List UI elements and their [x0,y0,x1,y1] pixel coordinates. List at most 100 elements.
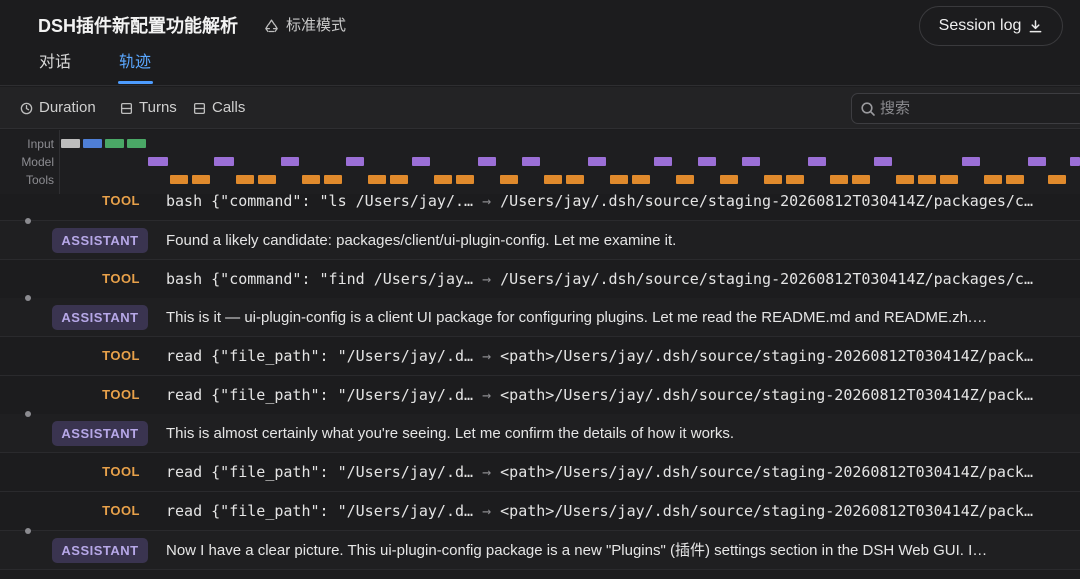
tool-call-text: read {"file_path": "/Users/jay/.d… → <pa… [166,463,1068,482]
timeline-tool-bar[interactable] [676,175,694,184]
tool-name: read [166,347,203,365]
tool-result: <path>/Users/jay/.dsh/source/staging-202… [500,502,1033,520]
arrow-icon: → [482,270,492,288]
tool-name: bash [166,270,203,288]
timeline-model-bar[interactable] [808,157,826,166]
timeline-model-bar[interactable] [214,157,234,166]
timeline-tool-bar[interactable] [434,175,452,184]
timeline-model-bar[interactable] [412,157,430,166]
timeline-tool-bar[interactable] [1048,175,1066,184]
timeline-tool-bar[interactable] [236,175,254,184]
active-tab-indicator [118,81,153,84]
search-box[interactable] [851,93,1080,124]
tool-call-text: read {"file_path": "/Users/jay/.d… → <pa… [166,502,1068,521]
assistant-badge: ASSISTANT [52,421,148,446]
timeline-tool-bar[interactable] [764,175,782,184]
timeline-model-bar[interactable] [1070,157,1080,166]
timeline-tool-bar[interactable] [390,175,408,184]
timeline-label-input: Input [27,137,54,151]
assistant-message: This is almost certainly what you're see… [166,425,735,442]
timeline-input-bar[interactable] [83,139,102,148]
trace-list: TOOL bash {"command": "ls /Users/jay/.… →… [0,194,1080,579]
arrow-icon: → [482,386,492,404]
timeline-tool-bar[interactable] [940,175,958,184]
tool-result: /Users/jay/.dsh/source/staging-20260812T… [500,270,1033,288]
timeline-input-bar[interactable] [127,139,146,148]
timeline-model-bar[interactable] [654,157,672,166]
tool-result: <path>/Users/jay/.dsh/source/staging-202… [500,463,1033,481]
timeline-tool-bar[interactable] [170,175,188,184]
tool-badge: TOOL [102,464,140,479]
timeline-tool-bar[interactable] [632,175,650,184]
search-input[interactable] [880,100,1070,117]
timeline-tool-bar[interactable] [192,175,210,184]
session-log-button[interactable]: Session log [919,6,1063,46]
turn-marker-dot [25,528,31,534]
timeline-tool-bar[interactable] [456,175,474,184]
tool-args: {"command": "ls /Users/jay/.… [211,194,474,210]
timeline-input-bar[interactable] [105,139,124,148]
timeline-tool-bar[interactable] [324,175,342,184]
timeline-model-bar[interactable] [962,157,980,166]
timeline-model-bar[interactable] [346,157,364,166]
timeline-lanes [0,130,1080,194]
timeline-model-bar[interactable] [588,157,606,166]
timeline-model-bar[interactable] [698,157,716,166]
trace-row-tool[interactable]: TOOL read {"file_path": "/Users/jay/.d… →… [0,453,1080,492]
tool-result: <path>/Users/jay/.dsh/source/staging-202… [500,347,1033,365]
timeline-tool-bar[interactable] [918,175,936,184]
timeline-tool-bar[interactable] [896,175,914,184]
timeline-tool-bar[interactable] [720,175,738,184]
trace-row-assistant[interactable]: ASSISTANT This is almost certainly what y… [0,411,1080,453]
clock-icon [20,102,33,114]
timeline-tool-bar[interactable] [610,175,628,184]
session-log-label: Session log [938,17,1022,34]
timeline-model-bar[interactable] [281,157,299,166]
timeline-tool-bar[interactable] [500,175,518,184]
timeline-input-bar[interactable] [61,139,80,148]
duration-toggle[interactable]: Duration [20,98,96,118]
timeline-tool-bar[interactable] [368,175,386,184]
timeline-tool-bar[interactable] [258,175,276,184]
assistant-message: This is it — ui-plugin-config is a clien… [166,309,988,326]
calls-toggle[interactable]: Calls [193,98,245,118]
timeline-tool-bar[interactable] [984,175,1002,184]
turns-toggle[interactable]: Turns [120,98,177,118]
tab-chat[interactable]: 对话 [39,54,72,71]
timeline-model-bar[interactable] [522,157,540,166]
tool-call-text: read {"file_path": "/Users/jay/.d… → <pa… [166,347,1068,366]
timeline-tool-bar[interactable] [852,175,870,184]
recycle-icon [265,18,278,32]
timeline-model-bar[interactable] [874,157,892,166]
timeline-tool-bar[interactable] [544,175,562,184]
timeline-model-bar[interactable] [1028,157,1046,166]
tab-trace[interactable]: 轨迹 [119,54,152,71]
timeline-tool-bar[interactable] [1006,175,1024,184]
page-title: DSH插件新配置功能解析 [38,16,239,36]
timeline-model-bar[interactable] [148,157,168,166]
tool-name: bash [166,194,203,210]
timeline-model-bar[interactable] [478,157,496,166]
timeline-model-bar[interactable] [742,157,760,166]
timeline-tool-bar[interactable] [302,175,320,184]
assistant-badge: ASSISTANT [52,228,148,253]
timeline-label-model: Model [21,155,54,169]
timeline-tool-bar[interactable] [786,175,804,184]
timeline-tool-bar[interactable] [566,175,584,184]
mode-label: 标准模式 [286,17,347,34]
timeline-tool-bar[interactable] [830,175,848,184]
arrow-icon: → [482,194,492,210]
tool-args: {"file_path": "/Users/jay/.d… [211,386,474,404]
turn-marker-dot [25,295,31,301]
timeline-divider [59,130,60,194]
mode-indicator[interactable]: 标准模式 [263,15,346,37]
search-icon [861,101,875,116]
